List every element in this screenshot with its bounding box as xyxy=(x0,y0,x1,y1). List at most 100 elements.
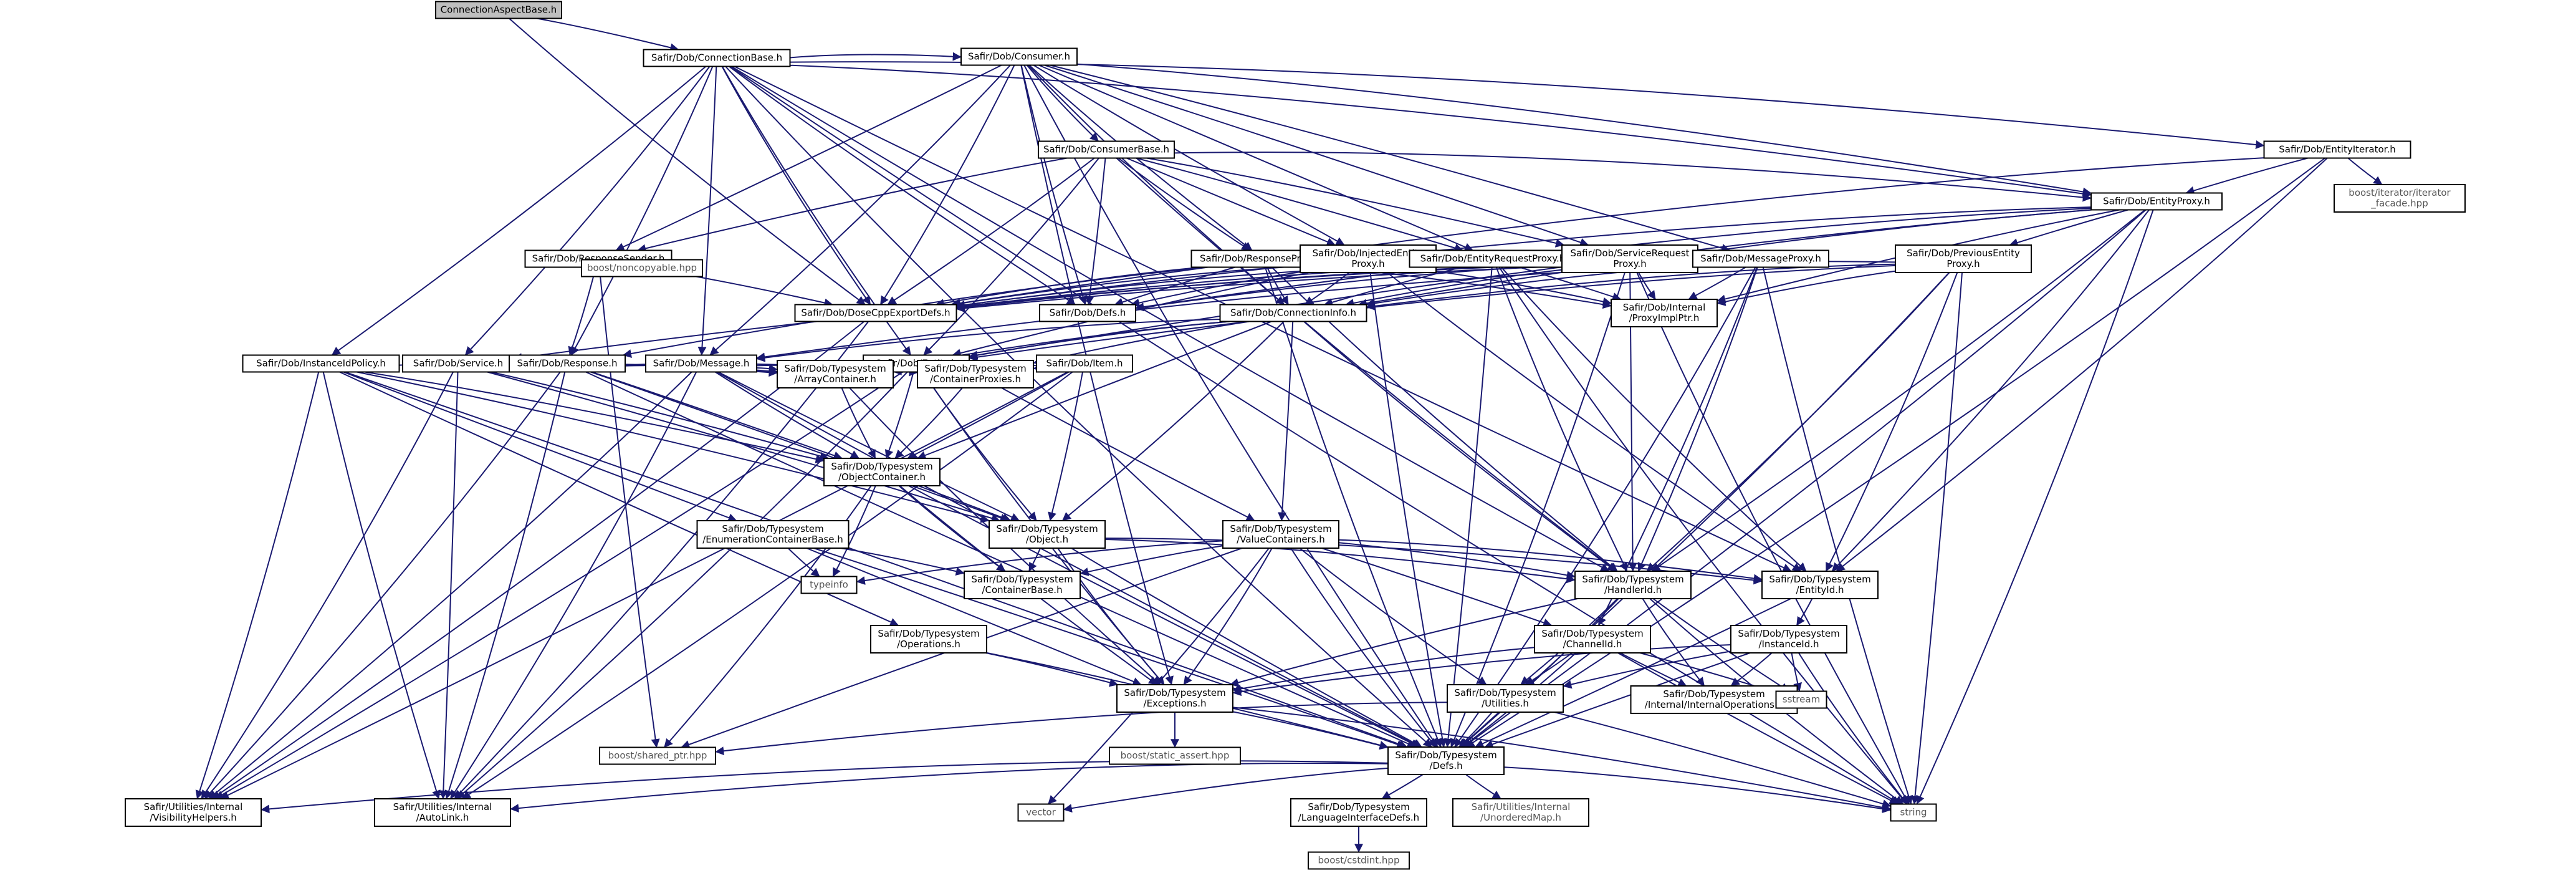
edge-entity-to-object xyxy=(922,371,1037,521)
edge-object-to-handlerid xyxy=(1104,539,1576,584)
node-label: /Object.h xyxy=(1026,534,1068,545)
node-safir-dob-dosecppexportdefs-h[interactable]: Safir/Dob/DoseCppExportDefs.h xyxy=(794,304,957,322)
node-safir-dob-connectioninfo-h[interactable]: Safir/Dob/ConnectionInfo.h xyxy=(1219,304,1367,322)
node-sstream: sstream xyxy=(1775,690,1827,709)
node-safir-dob-typesystem-entityid-h[interactable]: Safir/Dob/Typesystem/EntityId.h xyxy=(1761,571,1879,599)
node-safir-utilities-internal-autolink-h[interactable]: Safir/Utilities/Internal/AutoLink.h xyxy=(374,798,511,827)
node-safir-dob-connectionbase-h[interactable]: Safir/Dob/ConnectionBase.h xyxy=(643,49,791,67)
node-safir-dob-typesystem-channelid-h[interactable]: Safir/Dob/Typesystem/ChannelId.h xyxy=(1534,625,1651,654)
node-safir-dob-response-h[interactable]: Safir/Dob/Response.h xyxy=(509,354,626,373)
node-safir-dob-entityiterator-h[interactable]: Safir/Dob/EntityIterator.h xyxy=(2263,140,2411,159)
node-safir-dob-item-h[interactable]: Safir/Dob/Item.h xyxy=(1036,354,1133,373)
node-box xyxy=(1775,690,1827,709)
edge-object-to-exceptions xyxy=(1057,548,1165,685)
node-box xyxy=(1452,798,1589,827)
edge-svcreqproxy-to-service xyxy=(513,264,1563,362)
node-safir-dob-message-h[interactable]: Safir/Dob/Message.h xyxy=(645,354,757,373)
node-label: boost/noncopyable.hpp xyxy=(587,263,697,274)
edge-response-to-autolink xyxy=(444,372,566,799)
node-safir-dob-typesystem-exceptions-h[interactable]: Safir/Dob/Typesystem/Exceptions.h xyxy=(1116,684,1233,713)
edge-entity-to-vishelpers xyxy=(214,371,903,799)
node-label: /VisibilityHelpers.h xyxy=(150,812,237,823)
node-safir-dob-typesystem-objectcontainer-h[interactable]: Safir/Dob/Typesystem/ObjectContainer.h xyxy=(823,458,941,486)
node-label: Safir/Dob/ConsumerBase.h xyxy=(1043,144,1169,155)
node-label: Safir/Dob/Typesystem xyxy=(831,461,932,472)
node-safir-dob-entityrequestproxy-h[interactable]: Safir/Dob/EntityRequestProxy.h xyxy=(1409,249,1577,268)
node-safir-dob-typesystem-languageinterfacedefs-h[interactable]: Safir/Dob/Typesystem/LanguageInterfaceDe… xyxy=(1290,798,1427,827)
node-label: /Internal/InternalOperations.h xyxy=(1645,699,1783,710)
node-safir-dob-typesystem-enumerationcontainerbase-h[interactable]: Safir/Dob/Typesystem/EnumerationContaine… xyxy=(696,520,850,549)
node-safir-dob-typesystem-containerbase-h[interactable]: Safir/Dob/Typesystem/ContainerBase.h xyxy=(964,571,1081,599)
node-label: boost/static_assert.hpp xyxy=(1121,750,1230,762)
edge-instanceid-to-tsdefs xyxy=(1484,652,1751,749)
edge-preventproxy-to-tsdefs xyxy=(1460,272,1950,748)
edge-tsdefs-to-autolink xyxy=(510,762,1389,813)
edge-entreqproxy-to-tsdefs xyxy=(1444,267,1493,748)
edge-response-to-object xyxy=(590,371,1009,523)
edge-injproxy-to-entity xyxy=(952,272,1310,357)
node-safir-dob-typesystem-arraycontainer-h[interactable]: Safir/Dob/Typesystem/ArrayContainer.h xyxy=(777,360,894,388)
node-box xyxy=(964,571,1081,599)
node-label: /HandlerId.h xyxy=(1604,584,1662,596)
node-label: Safir/Dob/Typesystem xyxy=(971,574,1073,585)
node-label: /ChannelId.h xyxy=(1563,639,1622,650)
edge-object-to-tsdefs xyxy=(1071,548,1422,748)
node-safir-dob-typesystem-object-h[interactable]: Safir/Dob/Typesystem/Object.h xyxy=(989,520,1106,549)
node-safir-dob-typesystem-instanceid-h[interactable]: Safir/Dob/Typesystem/InstanceId.h xyxy=(1730,625,1847,654)
node-label: Safir/Dob/ResponseProxy.h xyxy=(1200,253,1324,264)
edge-entityproxy-to-handlerid xyxy=(1651,209,2146,572)
node-safir-dob-consumerbase-h[interactable]: Safir/Dob/ConsumerBase.h xyxy=(1038,140,1175,159)
node-box xyxy=(125,798,262,827)
edge-svcreqproxy-to-proxyimpl xyxy=(1638,272,1656,300)
edge-preventproxy-to-conninfo xyxy=(1366,263,1896,311)
node-safir-dob-service-h[interactable]: Safir/Dob/Service.h xyxy=(402,354,514,373)
edge-message-to-autolink xyxy=(449,372,697,799)
node-box xyxy=(1036,354,1133,373)
node-safir-dob-typesystem-handlerid-h[interactable]: Safir/Dob/Typesystem/HandlerId.h xyxy=(1574,571,1692,599)
edge-consumer-to-conninfo xyxy=(1027,64,1285,306)
node-label: Safir/Dob/Typesystem xyxy=(1738,628,1839,639)
node-safir-dob-typesystem-containerproxies-h[interactable]: Safir/Dob/Typesystem/ContainerProxies.h xyxy=(917,360,1034,388)
node-box xyxy=(1447,684,1564,713)
edge-connbase-to-dobdefs xyxy=(729,65,1076,306)
node-label: /Defs.h xyxy=(1429,760,1462,771)
edge-injproxy-to-conninfo xyxy=(1305,272,1350,306)
node-label: /AutoLink.h xyxy=(416,812,469,823)
node-safir-dob-typesystem-operations-h[interactable]: Safir/Dob/Typesystem/Operations.h xyxy=(870,625,987,654)
node-safir-dob-instanceidpolicy-h[interactable]: Safir/Dob/InstanceIdPolicy.h xyxy=(242,354,400,373)
edge-connbase-to-tsdefs xyxy=(725,65,1432,748)
edge-service-to-object xyxy=(487,371,1000,523)
edge-instanceid-to-internalops xyxy=(1730,652,1773,687)
node-safir-dob-defs-h[interactable]: Safir/Dob/Defs.h xyxy=(1039,304,1136,322)
edge-service-to-vishelpers xyxy=(201,372,454,799)
edge-instpolicy-to-enumcont xyxy=(343,371,737,522)
node-label: string xyxy=(1900,807,1927,818)
node-safir-dob-internal-proxyimplptr-h[interactable]: Safir/Dob/Internal/ProxyImplPtr.h xyxy=(1611,299,1718,327)
edge-service-to-autolink xyxy=(439,372,459,799)
node-label: Safir/Utilities/Internal xyxy=(144,801,243,813)
node-safir-dob-entityproxy-h[interactable]: Safir/Dob/EntityProxy.h xyxy=(2090,192,2223,211)
node-box xyxy=(1219,304,1367,322)
node-safir-dob-messageproxy-h[interactable]: Safir/Dob/MessageProxy.h xyxy=(1692,249,1829,268)
node-box xyxy=(1692,249,1829,268)
node-box xyxy=(989,520,1106,549)
edge-valuecont-to-handlerid xyxy=(1338,542,1576,580)
node-box xyxy=(2090,192,2223,211)
node-label: Safir/Dob/Message.h xyxy=(653,358,750,369)
edge-entityiter-to-boostiter xyxy=(2347,157,2383,185)
node-safir-utilities-internal-visibilityhelpers-h[interactable]: Safir/Utilities/Internal/VisibilityHelpe… xyxy=(125,798,262,827)
edge-entreqproxy-to-proxyimpl xyxy=(1519,266,1622,301)
node-connectionaspectbase-h[interactable]: ConnectionAspectBase.h xyxy=(435,1,562,19)
node-safir-dob-typesystem-utilities-h[interactable]: Safir/Dob/Typesystem/Utilities.h xyxy=(1447,684,1564,713)
node-safir-dob-typesystem-defs-h[interactable]: Safir/Dob/Typesystem/Defs.h xyxy=(1387,746,1505,775)
edge-objcont-to-object xyxy=(917,485,1012,522)
node-safir-dob-typesystem-valuecontainers-h[interactable]: Safir/Dob/Typesystem/ValueContainers.h xyxy=(1222,520,1339,549)
node-safir-dob-typesystem-internal-internaloperations-h[interactable]: Safir/Dob/Typesystem/Internal/InternalOp… xyxy=(1630,685,1798,714)
node-safir-dob-consumer-h[interactable]: Safir/Dob/Consumer.h xyxy=(960,47,1078,66)
edge-consumer-to-msgproxy xyxy=(1050,64,1731,253)
node-label: /ArrayContainer.h xyxy=(794,374,876,385)
edge-consumer-to-tsdefs xyxy=(1023,65,1439,748)
